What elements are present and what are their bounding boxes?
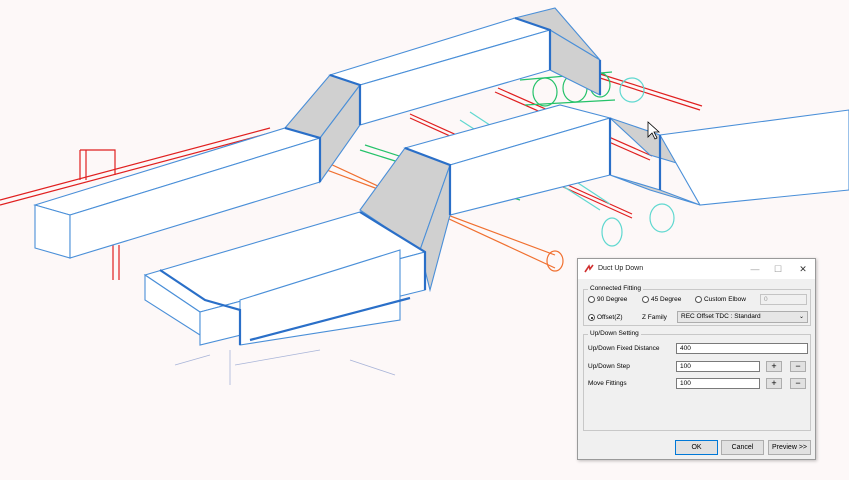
radio-90-degree[interactable]: [588, 296, 595, 303]
z-family-value: REC Offset TDC : Standard: [681, 313, 761, 320]
move-fittings-label: Move Fittings: [588, 380, 627, 387]
maximize-button[interactable]: ☐: [773, 264, 783, 274]
chevron-down-icon: ⌄: [798, 314, 804, 320]
preview-button[interactable]: Preview >>: [768, 440, 811, 455]
fixed-distance-label: Up/Down Fixed Distance: [588, 345, 660, 352]
dialog-titlebar[interactable]: Duct Up Down — ☐ ✕: [578, 259, 815, 279]
radio-custom-elbow-label: Custom Elbow: [704, 296, 746, 303]
step-minus-button[interactable]: −: [790, 361, 806, 372]
duct-system[interactable]: [33, 7, 849, 346]
mouse-cursor-icon: [647, 121, 661, 140]
step-plus-button[interactable]: +: [766, 361, 782, 372]
radio-offset-z-label: Offset(Z): [597, 314, 623, 321]
connected-fitting-label: Connected Fitting: [588, 285, 643, 292]
move-minus-button[interactable]: −: [790, 378, 806, 389]
fixed-distance-input[interactable]: 400: [676, 343, 808, 354]
minimize-button[interactable]: —: [750, 264, 760, 274]
duct-flanges: [159, 16, 662, 345]
updown-setting-label: Up/Down Setting: [588, 330, 641, 337]
updown-setting-group: Up/Down Setting: [583, 330, 811, 431]
cancel-button[interactable]: Cancel: [721, 440, 764, 455]
dialog-title: Duct Up Down: [598, 265, 644, 272]
red-pipe-left[interactable]: [0, 127, 271, 280]
radio-90-degree-label: 90 Degree: [597, 296, 628, 303]
move-fittings-input[interactable]: 100: [676, 378, 760, 389]
step-input[interactable]: 100: [676, 361, 760, 372]
radio-offset-z[interactable]: [588, 314, 595, 321]
radio-45-degree[interactable]: [642, 296, 649, 303]
dimension-lines: [174, 349, 396, 385]
app-logo-icon: [584, 264, 594, 273]
move-plus-button[interactable]: +: [766, 378, 782, 389]
ok-button[interactable]: OK: [675, 440, 718, 455]
z-family-label: Z Family: [642, 314, 667, 321]
duct-up-down-dialog: Duct Up Down — ☐ ✕ Connected Fitting 90 …: [577, 258, 816, 460]
connected-fitting-group: Connected Fitting: [583, 285, 811, 326]
custom-elbow-input[interactable]: 0: [760, 294, 807, 305]
radio-custom-elbow[interactable]: [695, 296, 702, 303]
step-label: Up/Down Step: [588, 363, 630, 370]
radio-45-degree-label: 45 Degree: [651, 296, 682, 303]
z-family-dropdown[interactable]: REC Offset TDC : Standard ⌄: [677, 311, 808, 323]
close-button[interactable]: ✕: [799, 264, 807, 274]
